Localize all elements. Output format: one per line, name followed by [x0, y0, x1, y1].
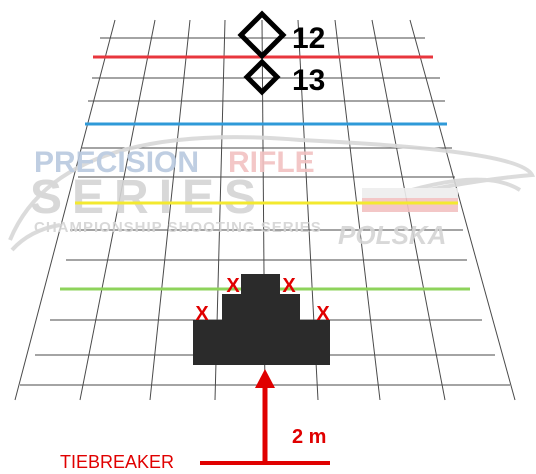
- target-marker-13: 13: [243, 58, 325, 97]
- target-marker-12: 12: [237, 10, 325, 60]
- watermark-championship: CHAMPIONSHIP SHOOTING SERIES: [34, 219, 322, 236]
- watermark-swoosh-lower: [10, 223, 61, 252]
- shooting-position-mark: X: [282, 275, 296, 297]
- barricade: [193, 274, 330, 365]
- shooting-position-mark: X: [195, 303, 209, 325]
- watermark-polska: POLSKA: [338, 220, 446, 250]
- distance-arrow: [255, 369, 275, 463]
- shooting-position-mark: X: [316, 303, 330, 325]
- shooting-position-mark: X: [226, 275, 240, 297]
- grid-line-vertical: [79, 19, 156, 401]
- distance-label: 2 m: [292, 426, 326, 448]
- grid-line-vertical: [334, 19, 381, 401]
- watermark-precision: PRECISION: [34, 146, 199, 179]
- tiebreaker-label: TIEBREAKER: [60, 452, 174, 472]
- watermark-logo: PRECISION RIFLE SERIES CHAMPIONSHIP SHOO…: [8, 135, 536, 252]
- watermark-rifle: RIFLE: [228, 146, 315, 179]
- diamond-icon: [237, 10, 287, 60]
- watermark-series: SERIES: [30, 171, 266, 224]
- grid-line-vertical: [409, 19, 516, 401]
- grid-line-vertical: [149, 19, 191, 401]
- watermark-flag-red: [362, 198, 458, 212]
- target-number-13: 13: [292, 64, 325, 97]
- arrow-up-icon: [255, 369, 275, 388]
- watermark-flag-white: [362, 188, 458, 198]
- grid-line-vertical: [14, 19, 116, 401]
- diamond-icon: [243, 58, 281, 96]
- target-number-12: 12: [292, 22, 325, 55]
